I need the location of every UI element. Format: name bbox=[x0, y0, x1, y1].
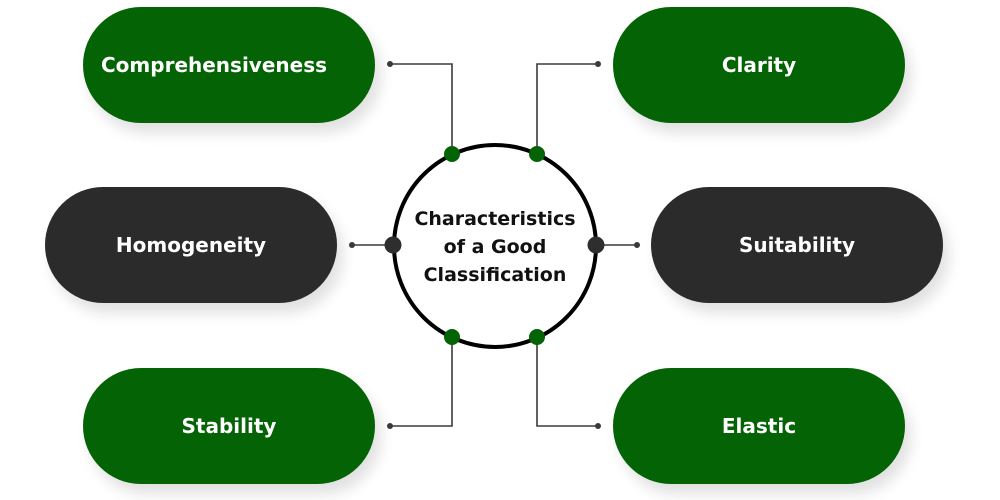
node-elastic: Elastic bbox=[613, 368, 905, 484]
end-dot-elastic bbox=[595, 423, 601, 429]
center-title: Characteristics of a Good Classification bbox=[395, 205, 595, 289]
anchor-dot-elastic bbox=[529, 329, 545, 345]
node-stability: Stability bbox=[83, 368, 375, 484]
node-label: Suitability bbox=[738, 233, 856, 257]
anchor-dot-stability bbox=[444, 329, 460, 345]
node-label: Stability bbox=[181, 414, 277, 438]
node-label: Clarity bbox=[721, 53, 797, 77]
end-dot-homogeneity bbox=[349, 242, 355, 248]
connector-clarity bbox=[536, 63, 598, 154]
node-suitability: Suitability bbox=[651, 187, 943, 303]
node-label: Comprehensiveness bbox=[101, 53, 328, 77]
connector-comprehensiveness bbox=[390, 63, 453, 154]
end-dot-comprehensiveness bbox=[387, 61, 393, 67]
node-label: Homogeneity bbox=[115, 233, 267, 257]
center-title-line-3: Classification bbox=[423, 264, 567, 286]
node-label: Elastic bbox=[721, 414, 797, 438]
connector-elastic bbox=[536, 337, 598, 427]
connector-stability bbox=[390, 337, 453, 427]
end-dot-clarity bbox=[595, 61, 601, 67]
anchor-dot-clarity bbox=[529, 146, 545, 162]
anchor-dot-suitability bbox=[587, 236, 605, 254]
node-comprehensiveness: Comprehensiveness bbox=[83, 7, 375, 123]
node-homogeneity: Homogeneity bbox=[45, 187, 337, 303]
node-clarity: Clarity bbox=[613, 7, 905, 123]
center-title-line-2: of a Good bbox=[443, 236, 547, 258]
end-dot-suitability bbox=[634, 242, 640, 248]
anchor-dot-comprehensiveness bbox=[444, 146, 460, 162]
end-dot-stability bbox=[387, 423, 393, 429]
center-title-line-1: Characteristics bbox=[414, 208, 576, 230]
anchor-dot-homogeneity bbox=[384, 236, 402, 254]
